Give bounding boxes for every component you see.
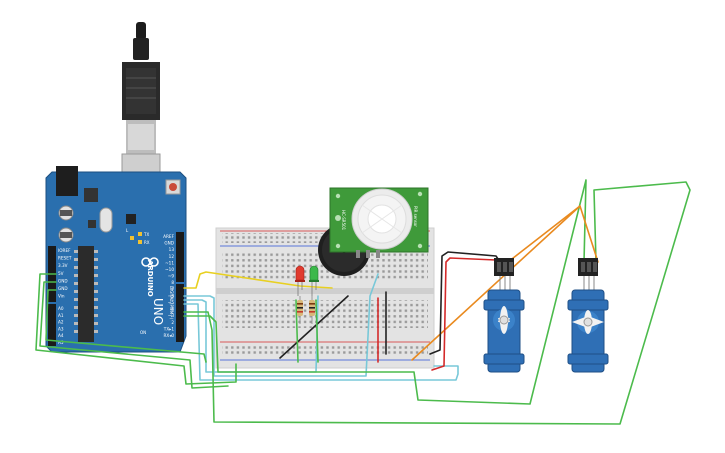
arduino-brand-label: ARDUINO — [146, 260, 154, 297]
pin-label: 13 — [169, 247, 175, 252]
pir-label-left: HC-SR501 — [341, 210, 346, 231]
wire-cyan[interactable] — [183, 303, 459, 381]
pir-sensor-icon[interactable]: HC-SR501 PIR sensor — [329, 187, 429, 258]
wire-black[interactable] — [429, 251, 501, 355]
pin-label: AREF — [163, 234, 174, 239]
pin-label: ~10 — [165, 267, 174, 272]
wire-yellow[interactable] — [183, 271, 333, 289]
servo-icon[interactable] — [483, 258, 525, 373]
digital-pwm-label: DIGITAL (PWM~) — [169, 286, 174, 320]
pin-label: 3.3V — [58, 263, 68, 268]
pin-label: 4 — [171, 307, 174, 312]
pin-label: ~9 — [168, 274, 175, 279]
pin-label: 5V — [58, 271, 64, 276]
wire-green[interactable] — [39, 281, 229, 389]
resistor-icon[interactable] — [309, 296, 315, 324]
pin-label: GND — [58, 278, 68, 283]
pin-label: ~5 — [168, 300, 175, 305]
pin-label: A3 — [58, 326, 64, 331]
pin-label: 12 — [169, 254, 175, 259]
atmega-chip — [78, 246, 94, 342]
wires — [35, 179, 691, 425]
on-label: ON — [140, 330, 146, 335]
pin-label: Vin — [58, 294, 65, 299]
wire-green[interactable] — [35, 273, 237, 385]
resistor-icon[interactable] — [297, 296, 303, 324]
power-jack — [56, 166, 78, 196]
wire-cyan[interactable] — [183, 295, 319, 373]
pin-label: A2 — [58, 320, 64, 325]
pin-label: IOREF — [58, 248, 71, 253]
digital-header-top — [176, 232, 184, 282]
pin-label: 8 — [171, 280, 174, 285]
arduino-uno-board[interactable]: TX RX L ARDUINO UNO DIGITAL (PWM~) ON IO… — [45, 166, 187, 353]
wire-green[interactable] — [183, 181, 691, 425]
l-label: L — [126, 228, 129, 233]
wire-green[interactable] — [315, 299, 319, 363]
power-pin-labels: IOREF RESET 3.3V 5V GND GND Vin — [58, 248, 72, 299]
pin-label: RX◂0 — [163, 333, 174, 338]
arduino-model-label: UNO — [151, 298, 165, 325]
pin-label: A4 — [58, 333, 64, 338]
servo-icon[interactable] — [567, 258, 609, 373]
wire-cyan[interactable] — [183, 273, 379, 377]
wire-orange[interactable] — [507, 205, 581, 263]
pin-label: 2 — [171, 320, 174, 325]
pin-label: ~6 — [168, 293, 175, 298]
pin-label: 7 — [171, 287, 174, 292]
wire-green[interactable] — [295, 299, 299, 363]
digital-header-bottom — [176, 284, 184, 342]
wire-black[interactable] — [279, 295, 349, 359]
pin-label: ~3 — [168, 313, 175, 318]
pin-label: A5 — [58, 340, 64, 345]
pin-label: GND — [58, 286, 68, 291]
pin-label: TX▸1 — [163, 326, 175, 331]
pin-label: A1 — [58, 313, 64, 318]
wire-green[interactable] — [45, 289, 207, 363]
pin-label: RESET — [58, 256, 72, 261]
tx-label: TX — [143, 232, 149, 237]
arduino-logo-icon — [141, 257, 159, 267]
rx-label: RX — [144, 240, 150, 245]
analog-header — [48, 304, 56, 346]
pin-label: GND — [164, 241, 174, 246]
led-icon[interactable] — [295, 265, 305, 296]
led-icon[interactable] — [309, 265, 319, 296]
pin-label: A0 — [58, 306, 64, 311]
pir-label-right: PIR sensor — [413, 206, 418, 227]
usb-cable-icon[interactable] — [121, 22, 161, 195]
pin-label: ~11 — [165, 260, 174, 265]
wire-green[interactable] — [183, 179, 587, 405]
